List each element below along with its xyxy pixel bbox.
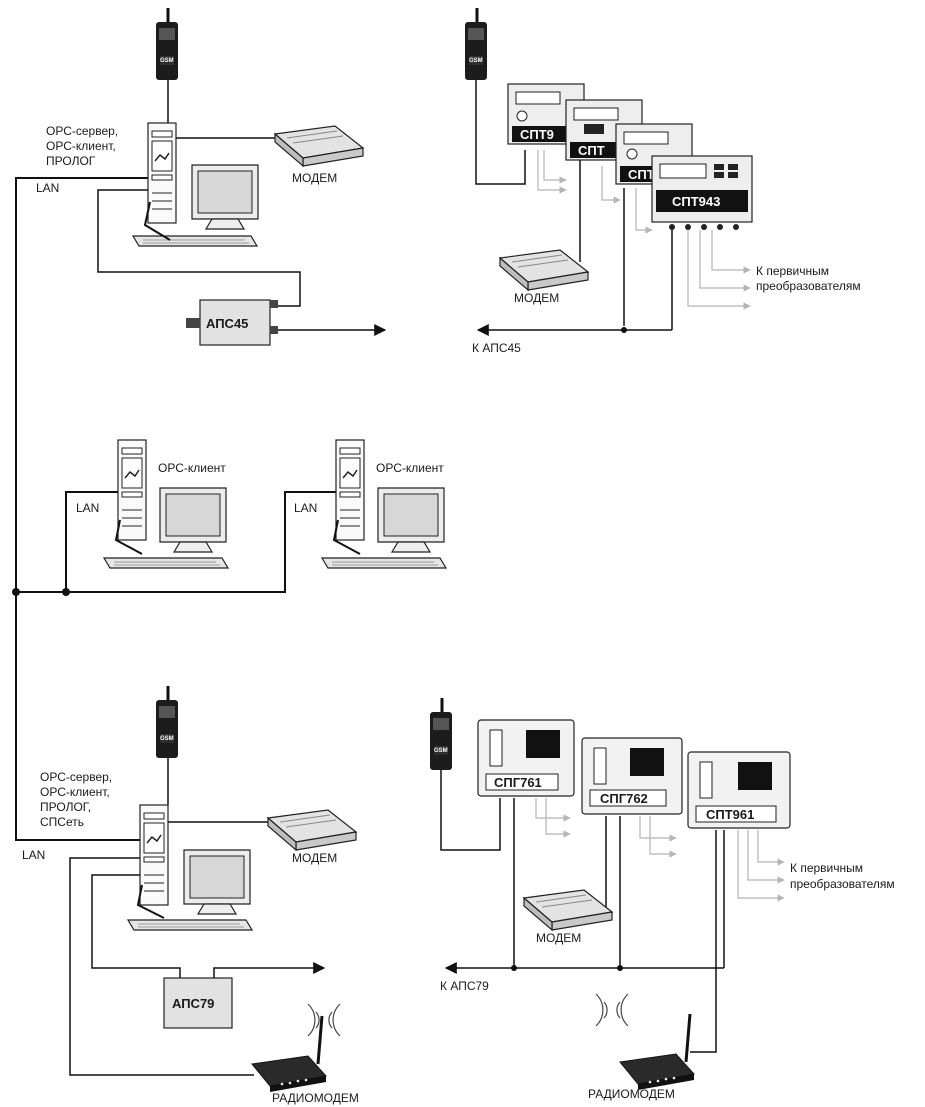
spt-device-3-label: СПТ (628, 167, 655, 182)
monitor-icon (191, 164, 259, 230)
spt-device-2-label: СПТ (578, 143, 605, 158)
lan-label: LAN (76, 501, 99, 515)
aps45-adapter: АПС45 (97, 189, 387, 346)
modem-label: МОДЕМ (292, 171, 337, 185)
to-aps45-label: К АПС45 (472, 341, 521, 355)
radio-waves-icon (307, 1003, 341, 1037)
radiomodem-icon (250, 1014, 328, 1094)
spt961-label: СПТ961 (706, 807, 754, 822)
top-server-workstation: GSM ОРС-сервер, ОРС-клиент, ПРОЛОГ LAN (36, 6, 259, 247)
opc-client-2: ОРС-клиент LAN (294, 439, 447, 569)
radiomodem-label: РАДИОМОДЕМ (588, 1087, 675, 1101)
server-role-line-3: ПРОЛОГ, (40, 800, 91, 814)
server-tower-icon (147, 122, 177, 224)
keyboard-icon (321, 557, 447, 569)
modem-icon (523, 889, 613, 931)
gsm-phone-icon (428, 696, 454, 772)
modem-label: МОДЕМ (536, 931, 581, 945)
opc-client-label: ОРС-клиент (158, 461, 226, 475)
gsm-phone-icon (154, 6, 180, 82)
server-role-line-1: ОРС-сервер, (40, 770, 112, 784)
bottom-server-workstation: GSM ОРС-сервер, ОРС-клиент, ПРОЛОГ, СПСе… (22, 684, 253, 931)
modem-icon (499, 249, 589, 291)
server-role-line-2: ОРС-клиент, (40, 785, 110, 799)
spt-group-top: GSM СПТ9 СПТ СПТ СПТ943 (463, 6, 861, 355)
modem-label: МОДЕМ (292, 851, 337, 865)
radiomodem-icon (618, 1012, 696, 1092)
aps45-label: АПС45 (206, 316, 248, 331)
modem-icon (274, 125, 364, 167)
keyboard-icon (127, 919, 253, 931)
server-tower-icon (139, 804, 169, 906)
server-role-line-1: ОРС-сервер, (46, 124, 118, 138)
gsm-label: GSM (160, 736, 174, 742)
spg762-label: СПГ762 (600, 791, 648, 806)
lan-label: LAN (22, 848, 45, 862)
opc-client-1: ОРС-клиент LAN (76, 439, 229, 569)
aps79-adapter: АПС79 РАДИОМОДЕМ (69, 857, 359, 1105)
radio-waves-icon (595, 993, 629, 1027)
monitor-icon (377, 487, 445, 553)
monitor-icon (159, 487, 227, 553)
spg-group-bottom: GSM СПГ761 СПГ762 СПТ961 (428, 696, 895, 1101)
aps79-label: АПС79 (172, 996, 214, 1011)
client-tower-icon (117, 439, 147, 541)
gsm-label: GSM (434, 748, 448, 754)
spg761-label: СПГ761 (494, 775, 542, 790)
lan-label: LAN (294, 501, 317, 515)
server-role-line-2: ОРС-клиент, (46, 139, 116, 153)
spt943-label: СПТ943 (672, 194, 720, 209)
keyboard-icon (132, 235, 258, 247)
modem-icon (267, 809, 357, 851)
gsm-label: GSM (160, 58, 174, 64)
gsm-label: GSM (469, 58, 483, 64)
gsm-phone-icon (154, 684, 180, 760)
to-aps79-label: К АПС79 (440, 979, 489, 993)
lan-label: LAN (36, 181, 59, 195)
modem-label: МОДЕМ (514, 291, 559, 305)
to-primary-line-2: преобразователям (756, 279, 861, 293)
server-role-line-4: СПСеть (40, 815, 84, 829)
gsm-phone-icon (463, 6, 489, 82)
client-tower-icon (335, 439, 365, 541)
keyboard-icon (103, 557, 229, 569)
server-role-line-3: ПРОЛОГ (46, 154, 96, 168)
opc-client-label: ОРС-клиент (376, 461, 444, 475)
spt-device-1-label: СПТ9 (520, 127, 554, 142)
lan-backbone (12, 177, 336, 841)
radiomodem-label: РАДИОМОДЕМ (272, 1091, 359, 1105)
monitor-icon (183, 849, 251, 915)
to-primary-line-2: преобразователям (790, 877, 895, 891)
to-primary-line-1: К первичным (756, 264, 829, 278)
to-primary-line-1: К первичным (790, 861, 863, 875)
